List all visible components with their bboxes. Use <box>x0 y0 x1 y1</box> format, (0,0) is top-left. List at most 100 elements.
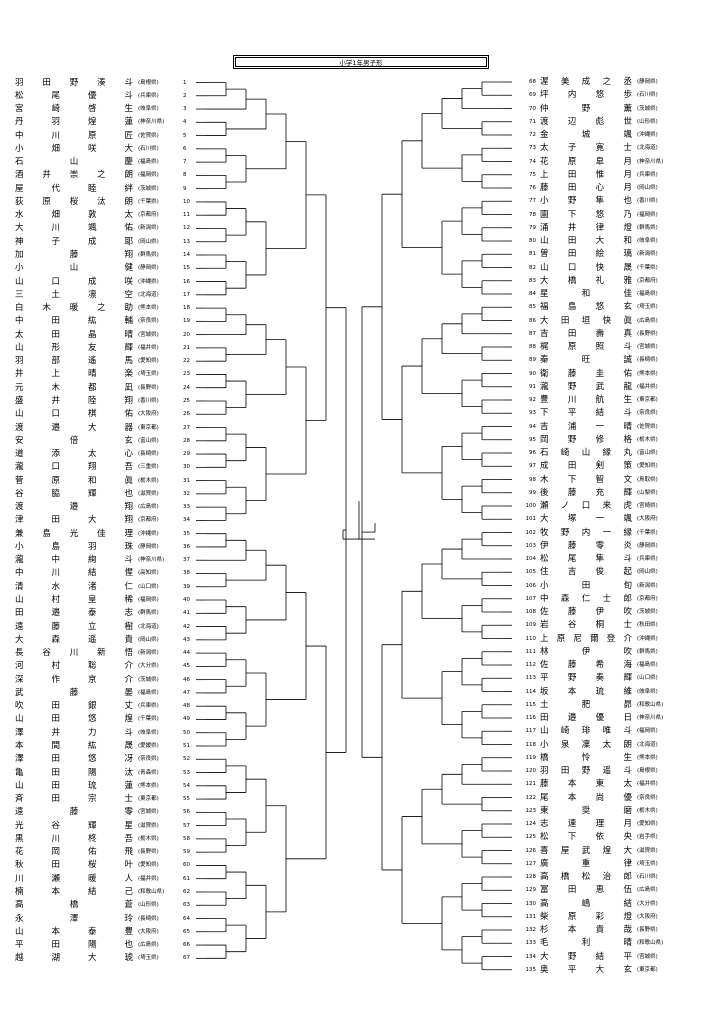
entry-prefecture: (北海道) <box>637 145 658 152</box>
entry-number: 114 <box>525 688 537 695</box>
entry-prefecture: (静岡県) <box>138 543 159 550</box>
entry-name: 渡邉大器 <box>15 422 133 433</box>
entry-prefecture: (山形県) <box>138 902 159 909</box>
entry-prefecture: (広島県) <box>637 317 658 324</box>
entry-name: 小泉凜太朗 <box>540 739 632 750</box>
entry-name: 兼島光佳理 <box>15 528 133 539</box>
entry-name: 岩谷桐士 <box>540 620 632 631</box>
entry-prefecture: (熊本県) <box>138 305 159 312</box>
entry-prefecture: (岐阜県) <box>138 106 159 113</box>
entry-prefecture: (岩手県) <box>637 834 658 841</box>
entry-prefecture: (千葉県) <box>637 529 658 536</box>
entry-prefecture: (岐阜県) <box>138 729 159 736</box>
entry-number: 101 <box>525 516 537 523</box>
entry-name: 吹田銀丈 <box>15 701 133 712</box>
entry-number: 64 <box>183 915 190 922</box>
entry-prefecture: (長崎県) <box>138 451 159 458</box>
entry-prefecture: (東京都) <box>138 424 159 431</box>
entry-number: 52 <box>183 756 190 763</box>
entry-number: 8 <box>183 172 187 179</box>
entry-prefecture: (愛知県) <box>637 463 658 470</box>
entry-name: 藤田心月 <box>540 183 632 193</box>
entry-prefecture: (愛媛県) <box>138 743 159 749</box>
entry-name: 涌井律燈 <box>540 222 632 233</box>
entry-number: 103 <box>525 542 537 549</box>
entry-number: 74 <box>529 158 536 165</box>
entry-name: 河村聡介 <box>15 661 133 672</box>
entry-name: 澤田悠冴 <box>15 754 133 765</box>
entry-prefecture: (宮城県) <box>637 953 658 960</box>
entry-prefecture: (京都府) <box>637 595 658 602</box>
entry-name: 佐藤伊吹 <box>540 607 632 617</box>
entry-number: 122 <box>525 794 537 801</box>
entry-prefecture: (滋賀県) <box>138 822 159 829</box>
entry-name: 澤井力斗 <box>15 727 133 738</box>
entry-prefecture: (広島県) <box>637 887 658 894</box>
entry-name: 永澤玲 <box>15 913 133 924</box>
entry-prefecture: (千葉県) <box>138 198 159 205</box>
entry-prefecture: (岡山県) <box>637 185 658 191</box>
entry-number: 130 <box>525 900 537 907</box>
entry-prefecture: (和歌山県) <box>637 701 664 708</box>
entry-number: 62 <box>183 888 190 895</box>
entry-name: 亀田陽汰 <box>15 767 133 778</box>
entry-name: 伊藤零炎 <box>540 540 632 551</box>
entry-name: 中川原匠 <box>15 130 133 141</box>
entry-prefecture: (神奈川県) <box>138 119 165 126</box>
entry-number: 89 <box>529 357 536 364</box>
entry-name: 元木都凪 <box>15 382 133 393</box>
entry-name: 大野結平 <box>540 951 632 962</box>
entry-number: 49 <box>183 716 190 723</box>
page-title: 小学1年男子形 <box>235 57 487 67</box>
entry-number: 3 <box>183 106 187 113</box>
entry-prefecture: (神奈川県) <box>637 158 664 165</box>
entry-name: 花岡佑飛 <box>15 847 133 858</box>
entry-name: 住吉俊起 <box>540 567 632 578</box>
entry-number: 98 <box>529 476 536 483</box>
entry-name: 中川結惺 <box>15 568 133 579</box>
entry-prefecture: (福岡県) <box>138 172 159 179</box>
entry-prefecture: (秋田県) <box>637 622 658 629</box>
entry-prefecture: (埼玉県) <box>637 860 658 867</box>
entry-name: 東奨磨 <box>540 805 632 816</box>
entry-prefecture: (兵庫県) <box>138 92 159 99</box>
entry-prefecture: (北海道) <box>637 741 658 748</box>
entry-name: 黒川柊吾 <box>15 833 133 844</box>
entry-prefecture: (富山県) <box>138 437 159 444</box>
entry-name: 川瀬暖人 <box>15 873 133 884</box>
entry-number: 82 <box>529 264 536 271</box>
entry-number: 28 <box>183 437 190 444</box>
entry-prefecture: (北海道) <box>138 291 159 298</box>
entry-number: 16 <box>183 278 190 285</box>
entry-name: 高嶋結 <box>540 898 632 909</box>
entry-name: 藤本東太 <box>540 779 632 790</box>
